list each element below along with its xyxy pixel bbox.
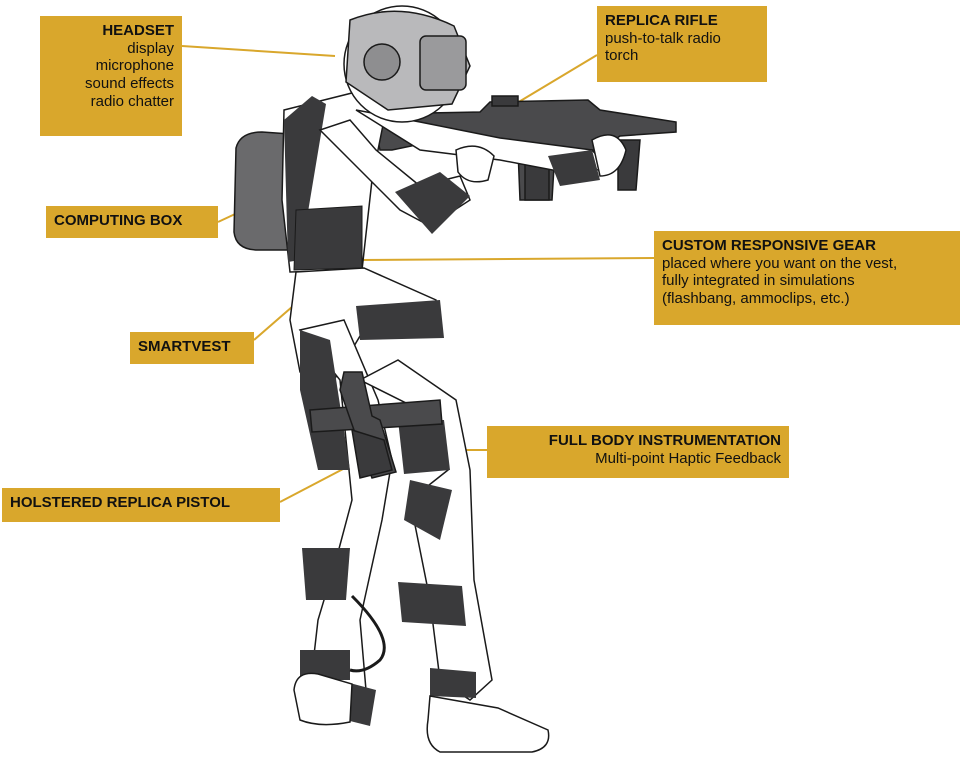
leader-gear: [358, 258, 654, 260]
rifle-callout-title: REPLICA RIFLE: [605, 12, 759, 30]
leader-pistol: [280, 468, 345, 502]
left-hand-graphic: [456, 146, 494, 182]
leader-rifle: [512, 55, 597, 106]
gear-callout: CUSTOM RESPONSIVE GEAR placed where you …: [654, 231, 960, 325]
pistol-callout-title: HOLSTERED REPLICA PISTOL: [10, 494, 272, 512]
leader-headset: [182, 46, 335, 56]
rifle-callout: REPLICA RIFLE push-to-talk radio torch: [597, 6, 767, 82]
headset-ear-graphic: [364, 44, 400, 80]
smartvest-callout-title: SMARTVEST: [138, 338, 246, 356]
headset-callout-line: display: [48, 40, 174, 58]
headset-callout-line: radio chatter: [48, 93, 174, 111]
smartvest-callout: SMARTVEST: [130, 332, 254, 364]
computing-box-callout: COMPUTING BOX: [46, 206, 218, 238]
full-body-callout-line: Multi-point Haptic Feedback: [495, 450, 781, 468]
gear-callout-line: (flashbang, ammoclips, etc.): [662, 290, 952, 308]
full-body-callout: FULL BODY INSTRUMENTATION Multi-point Ha…: [487, 426, 789, 478]
visor-graphic: [420, 36, 466, 90]
gear-callout-line: fully integrated in simulations: [662, 272, 952, 290]
front-shoe-graphic: [427, 696, 548, 752]
gear-callout-line: placed where you want on the vest,: [662, 255, 952, 273]
headset-callout-line: sound effects: [48, 75, 174, 93]
headset-callout-title: HEADSET: [48, 22, 174, 40]
hip-band-graphic: [356, 300, 444, 340]
headset-callout-line: microphone: [48, 57, 174, 75]
full-body-callout-title: FULL BODY INSTRUMENTATION: [495, 432, 781, 450]
computing-box-callout-title: COMPUTING BOX: [54, 212, 210, 230]
headset-callout: HEADSET display microphone sound effects…: [40, 16, 182, 136]
right-sleeve-graphic: [548, 150, 600, 186]
gear-callout-title: CUSTOM RESPONSIVE GEAR: [662, 237, 952, 255]
rifle-callout-line: torch: [605, 47, 759, 65]
rifle-callout-line: push-to-talk radio: [605, 30, 759, 48]
pistol-callout: HOLSTERED REPLICA PISTOL: [2, 488, 280, 522]
vest-belt-graphic: [294, 206, 362, 270]
rear-shoe-graphic: [294, 673, 352, 724]
